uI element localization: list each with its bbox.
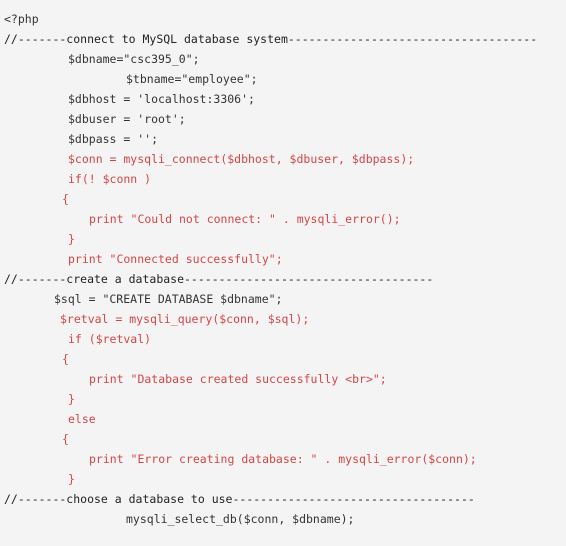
code-line-text: } bbox=[68, 472, 75, 486]
code-line: mysqli_select_db($conn, $dbname); bbox=[0, 509, 566, 529]
code-line-text: $dbuser = 'root'; bbox=[68, 112, 186, 126]
code-line-text: } bbox=[68, 392, 75, 406]
code-line: print "Database created successfully <br… bbox=[0, 369, 566, 389]
code-line-text: { bbox=[62, 432, 69, 446]
code-line: $dbname="csc395_0"; bbox=[0, 49, 566, 69]
code-line-text: $dbpass = ''; bbox=[68, 132, 159, 146]
code-line: $sql = "CREATE DATABASE $dbname"; bbox=[0, 289, 566, 309]
code-line: { bbox=[0, 349, 566, 369]
code-line: $dbuser = 'root'; bbox=[0, 109, 566, 129]
code-line-text: print "Connected successfully"; bbox=[68, 252, 283, 266]
code-line: print "Could not connect: " . mysqli_err… bbox=[0, 209, 566, 229]
code-line-text: //-------connect to MySQL database syste… bbox=[4, 32, 538, 46]
code-line: //-------create a database--------------… bbox=[0, 269, 566, 289]
code-line: if ($retval) bbox=[0, 329, 566, 349]
code-line-text: { bbox=[62, 352, 69, 366]
code-line-text: //-------choose a database to use-------… bbox=[4, 492, 475, 506]
code-line-text: $tbname="employee"; bbox=[126, 72, 258, 86]
code-line: <?php bbox=[0, 9, 566, 29]
code-line: } bbox=[0, 389, 566, 409]
code-line-text: mysqli_select_db($conn, $dbname); bbox=[126, 512, 355, 526]
code-line: //-------choose a database to use-------… bbox=[0, 489, 566, 509]
code-line-text: $dbname="csc395_0"; bbox=[68, 52, 200, 66]
code-line-text: $dbhost = 'localhost:3306'; bbox=[68, 92, 255, 106]
code-line-text: if(! $conn ) bbox=[68, 172, 152, 186]
code-line-text: <?php bbox=[4, 12, 39, 26]
code-line-text: $retval = mysqli_query($conn, $sql); bbox=[60, 312, 310, 326]
code-line: $dbhost = 'localhost:3306'; bbox=[0, 89, 566, 109]
code-line: { bbox=[0, 429, 566, 449]
code-line-text: } bbox=[68, 232, 75, 246]
code-line-text: $sql = "CREATE DATABASE $dbname"; bbox=[54, 292, 283, 306]
code-line-text: print "Error creating database: " . mysq… bbox=[89, 452, 477, 466]
code-line-text: print "Database created successfully <br… bbox=[89, 372, 387, 386]
code-line-text: //-------create a database--------------… bbox=[4, 272, 434, 286]
code-line: print "Connected successfully"; bbox=[0, 249, 566, 269]
code-line-text: if ($retval) bbox=[68, 332, 152, 346]
code-line: $tbname="employee"; bbox=[0, 69, 566, 89]
code-line: } bbox=[0, 229, 566, 249]
code-line-text: $conn = mysqli_connect($dbhost, $dbuser,… bbox=[68, 152, 415, 166]
code-line-text: { bbox=[62, 192, 69, 206]
code-line: //-------connect to MySQL database syste… bbox=[0, 29, 566, 49]
code-line: else bbox=[0, 409, 566, 429]
code-line: $retval = mysqli_query($conn, $sql); bbox=[0, 309, 566, 329]
code-line: print "Error creating database: " . mysq… bbox=[0, 449, 566, 469]
code-line: $conn = mysqli_connect($dbhost, $dbuser,… bbox=[0, 149, 566, 169]
code-line: } bbox=[0, 469, 566, 489]
code-line: $dbpass = ''; bbox=[0, 129, 566, 149]
code-line-text: print "Could not connect: " . mysqli_err… bbox=[89, 212, 401, 226]
code-line: if(! $conn ) bbox=[0, 169, 566, 189]
code-line: { bbox=[0, 189, 566, 209]
code-line-text: else bbox=[68, 412, 96, 426]
